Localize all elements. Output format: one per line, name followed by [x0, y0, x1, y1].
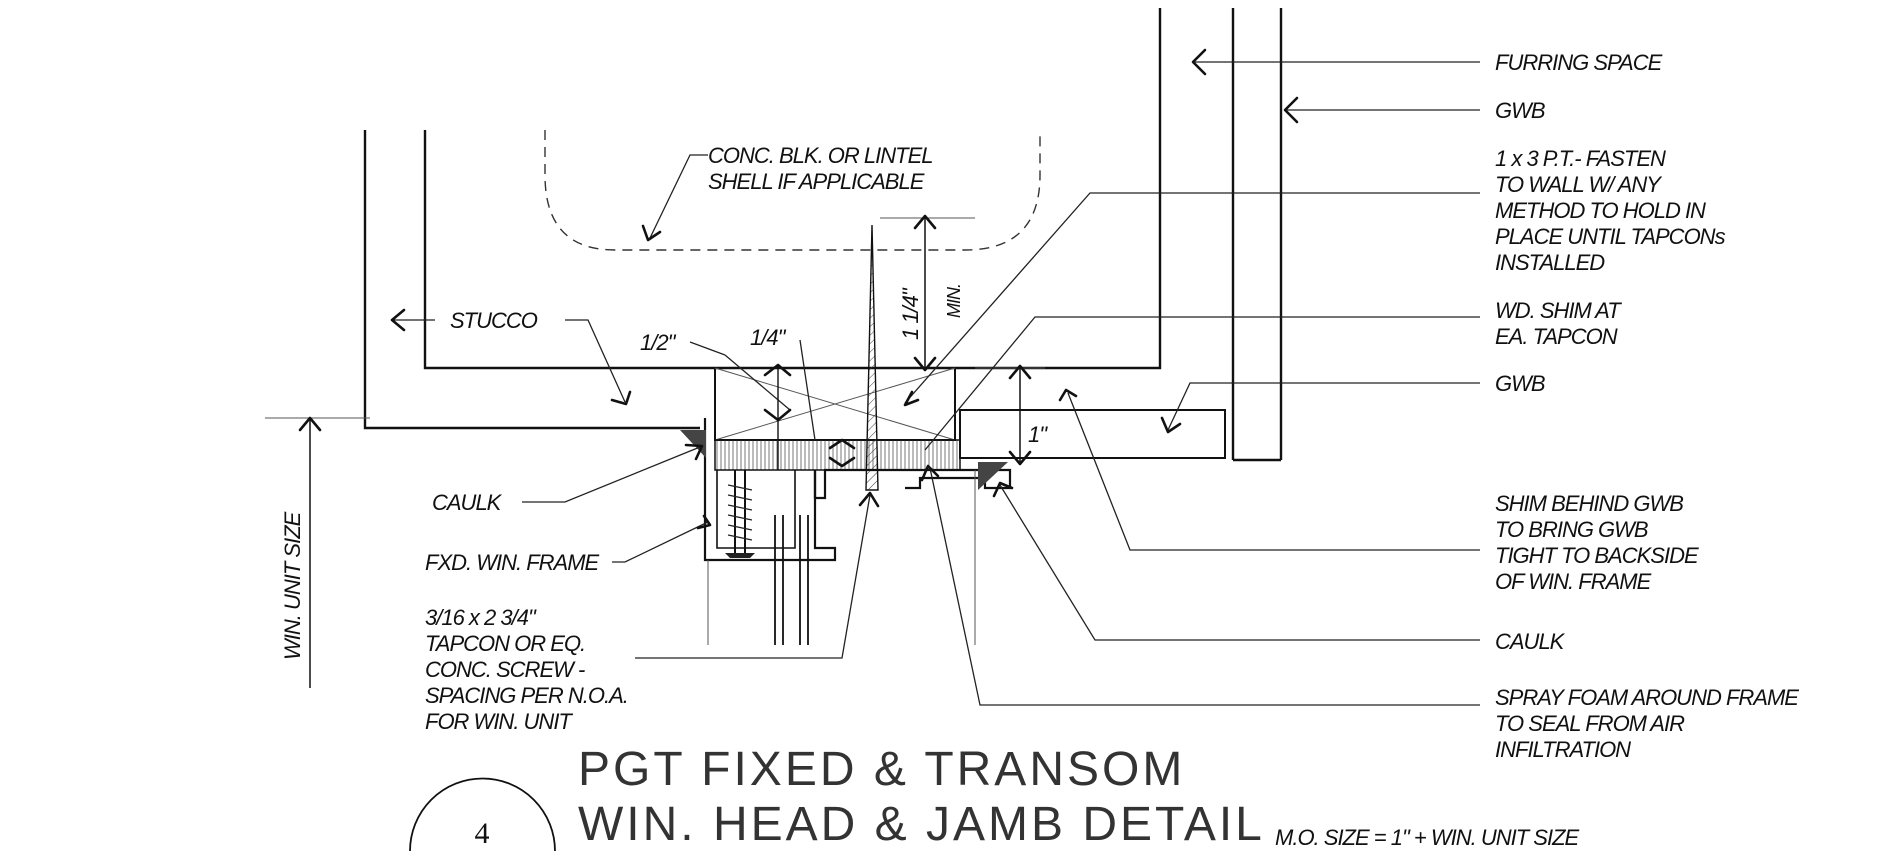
note-mo-size: M.O. SIZE = 1" + WIN. UNIT SIZE — [1275, 825, 1580, 850]
note-furring-space: FURRING SPACE — [1495, 50, 1663, 75]
note-fasten-3: METHOD TO HOLD IN — [1495, 198, 1706, 223]
note-caulk-left: CAULK — [432, 490, 503, 515]
note-shim-behind-4: OF WIN. FRAME — [1495, 569, 1652, 594]
window-frame-profile — [703, 418, 1012, 562]
note-conc-blk-1: CONC. BLK. OR LINTEL — [708, 143, 933, 168]
dim-one-quarter: 1 1/4" — [898, 287, 923, 340]
tapcon-screw — [725, 470, 755, 558]
note-spray-foam-3: INFILTRATION — [1495, 737, 1631, 762]
note-fasten-5: INSTALLED — [1495, 250, 1605, 275]
dim-quarter-inch: 1/4" — [750, 325, 787, 350]
note-fasten-2: TO WALL W/ ANY — [1495, 172, 1662, 197]
note-fxd-frame: FXD. WIN. FRAME — [425, 550, 600, 575]
dim-half-inch: 1/2" — [640, 330, 677, 355]
window-assembly — [680, 224, 1226, 645]
notes: FURRING SPACE GWB 1 x 3 P.T.- FASTEN TO … — [280, 50, 1800, 850]
note-shim-1: WD. SHIM AT — [1495, 298, 1622, 323]
note-tapcon-5: FOR WIN. UNIT — [425, 709, 573, 734]
note-gwb-top: GWB — [1495, 98, 1545, 123]
note-gwb-mid: GWB — [1495, 371, 1545, 396]
gwb-board — [959, 409, 1226, 459]
dimensions: 1 1/4" MIN. 1/2" 1/4" 1" — [265, 214, 1049, 688]
dim-min: MIN. — [944, 284, 964, 318]
note-conc-blk-2: SHELL IF APPLICABLE — [708, 169, 925, 194]
stucco-face — [363, 130, 700, 430]
detail-number: 4 — [475, 817, 490, 850]
note-fasten-1: 1 x 3 P.T.- FASTEN — [1495, 146, 1666, 171]
note-win-unit-size: WIN. UNIT SIZE — [280, 511, 305, 660]
title-block: 4 PGT FIXED & TRANSOM WIN. HEAD & JAMB D… — [409, 743, 1265, 852]
note-tapcon-3: CONC. SCREW - — [425, 657, 585, 682]
note-spray-foam-2: TO SEAL FROM AIR — [1495, 711, 1685, 736]
title-line-1: PGT FIXED & TRANSOM — [578, 743, 1185, 796]
note-shim-behind-2: TO BRING GWB — [1495, 517, 1648, 542]
detail-bubble — [409, 777, 556, 852]
title-line-2: WIN. HEAD & JAMB DETAIL — [578, 798, 1265, 851]
leaders-left — [390, 154, 880, 659]
note-tapcon-1: 3/16 x 2 3/4" — [425, 605, 537, 630]
note-shim-behind-3: TIGHT TO BACKSIDE — [1495, 543, 1699, 568]
wall-structure — [363, 8, 1283, 462]
note-tapcon-2: TAPCON OR EQ. — [425, 631, 585, 656]
note-stucco: STUCCO — [450, 308, 538, 333]
note-fasten-4: PLACE UNTIL TAPCONs — [1495, 224, 1726, 249]
leaders-right — [903, 48, 1480, 706]
note-caulk-right: CAULK — [1495, 629, 1566, 654]
caulk-bead-right — [978, 462, 1008, 490]
note-tapcon-4: SPACING PER N.O.A. — [425, 683, 628, 708]
dim-one-inch: 1" — [1028, 422, 1048, 447]
note-spray-foam-1: SPRAY FOAM AROUND FRAME — [1495, 685, 1799, 710]
tapcon-spike — [865, 224, 879, 491]
note-shim-2: EA. TAPCON — [1495, 324, 1618, 349]
note-shim-behind-1: SHIM BEHIND GWB — [1495, 491, 1683, 516]
lintel-shell-outline — [544, 130, 1041, 251]
